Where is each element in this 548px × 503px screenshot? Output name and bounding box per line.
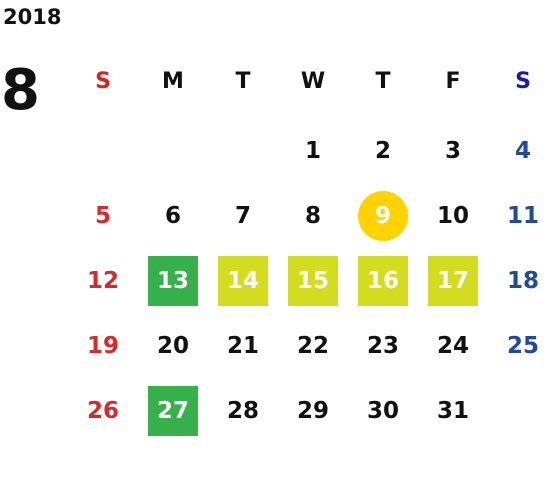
calendar-cell: 20 xyxy=(138,313,208,378)
calendar-day[interactable]: 12 xyxy=(86,267,119,294)
calendar-day-today[interactable]: 9 xyxy=(358,190,408,241)
calendar-day[interactable]: 29 xyxy=(296,397,329,424)
calendar-cell: 5 xyxy=(68,183,138,248)
calendar-cell: 13 xyxy=(138,248,208,313)
calendar-cell: 14 xyxy=(208,248,278,313)
calendar-day-highlighted[interactable]: 14 xyxy=(218,255,268,306)
calendar-day[interactable]: 3 xyxy=(444,137,461,164)
calendar-cell: 18 xyxy=(488,248,548,313)
calendar-cell: 22 xyxy=(278,313,348,378)
calendar-day xyxy=(218,126,268,176)
calendar-cell: 2 xyxy=(348,118,418,183)
year-label: 2018 xyxy=(3,5,62,29)
calendar-day[interactable]: 2 xyxy=(374,137,391,164)
calendar-day-highlighted[interactable]: 17 xyxy=(428,255,478,306)
calendar-cell: 3 xyxy=(418,118,488,183)
weekday-saturday: S xyxy=(515,69,531,94)
calendar-day[interactable]: 5 xyxy=(94,202,111,229)
calendar-day[interactable]: 11 xyxy=(506,202,539,229)
calendar-cell: 1 xyxy=(278,118,348,183)
calendar-cell: 11 xyxy=(488,183,548,248)
calendar-day[interactable]: 28 xyxy=(226,397,259,424)
weekday-sunday: S xyxy=(95,69,111,94)
calendar-day-highlighted[interactable]: 15 xyxy=(288,255,338,306)
calendar-cell: 9 xyxy=(348,183,418,248)
calendar-cell xyxy=(208,118,278,183)
calendar-cell: 19 xyxy=(68,313,138,378)
calendar-day[interactable]: 22 xyxy=(296,332,329,359)
calendar-day[interactable]: 18 xyxy=(506,267,539,294)
calendar-day-highlighted[interactable]: 13 xyxy=(148,255,198,306)
calendar-day[interactable]: 31 xyxy=(436,397,469,424)
calendar-cell xyxy=(68,118,138,183)
calendar-day[interactable]: 7 xyxy=(234,202,251,229)
calendar-cell: 16 xyxy=(348,248,418,313)
calendar-day[interactable]: 8 xyxy=(304,202,321,229)
calendar-day[interactable]: 6 xyxy=(164,202,181,229)
calendar-cell: 23 xyxy=(348,313,418,378)
weekday-thursday: T xyxy=(375,69,391,94)
calendar-day[interactable]: 21 xyxy=(226,332,259,359)
calendar-day[interactable]: 30 xyxy=(366,397,399,424)
calendar-cell: 31 xyxy=(418,378,488,443)
weekday-wednesday: W xyxy=(300,69,326,94)
calendar-cell: 8 xyxy=(278,183,348,248)
calendar-cell: 6 xyxy=(138,183,208,248)
calendar-cell: 7 xyxy=(208,183,278,248)
calendar-cell: 17 xyxy=(418,248,488,313)
calendar-day[interactable]: 19 xyxy=(86,332,119,359)
calendar-day[interactable]: 25 xyxy=(506,332,539,359)
calendar-cell: 24 xyxy=(418,313,488,378)
calendar-day xyxy=(78,126,128,176)
calendar-day[interactable]: 24 xyxy=(436,332,469,359)
calendar-cell: 26 xyxy=(68,378,138,443)
calendar-day-highlighted[interactable]: 27 xyxy=(148,385,198,436)
calendar-day[interactable]: 23 xyxy=(366,332,399,359)
calendar-cell: 21 xyxy=(208,313,278,378)
calendar-day xyxy=(148,126,198,176)
weekday-header-row: S M T W T F S xyxy=(68,62,548,102)
calendar-day[interactable]: 20 xyxy=(156,332,189,359)
calendar-cell: 12 xyxy=(68,248,138,313)
calendar-cell: 10 xyxy=(418,183,488,248)
calendar-cell: 15 xyxy=(278,248,348,313)
weekday-friday: F xyxy=(445,69,461,94)
calendar-grid: 1 2 3 4 5 6 7 8 9 10 11 12 13 14 15 16 1… xyxy=(68,118,548,443)
calendar-day[interactable]: 10 xyxy=(436,202,469,229)
weekday-tuesday: T xyxy=(235,69,251,94)
month-label: 8 xyxy=(1,58,40,123)
calendar-cell xyxy=(138,118,208,183)
calendar-cell: 29 xyxy=(278,378,348,443)
calendar-day[interactable]: 4 xyxy=(514,137,531,164)
calendar-day[interactable]: 1 xyxy=(304,137,321,164)
calendar-cell: 27 xyxy=(138,378,208,443)
calendar-day-highlighted[interactable]: 16 xyxy=(358,255,408,306)
weekday-monday: M xyxy=(162,69,184,94)
calendar-day[interactable]: 26 xyxy=(86,397,119,424)
calendar-cell: 28 xyxy=(208,378,278,443)
calendar-cell xyxy=(488,378,548,443)
calendar-day xyxy=(498,386,548,436)
calendar-cell: 25 xyxy=(488,313,548,378)
calendar-cell: 30 xyxy=(348,378,418,443)
calendar-cell: 4 xyxy=(488,118,548,183)
